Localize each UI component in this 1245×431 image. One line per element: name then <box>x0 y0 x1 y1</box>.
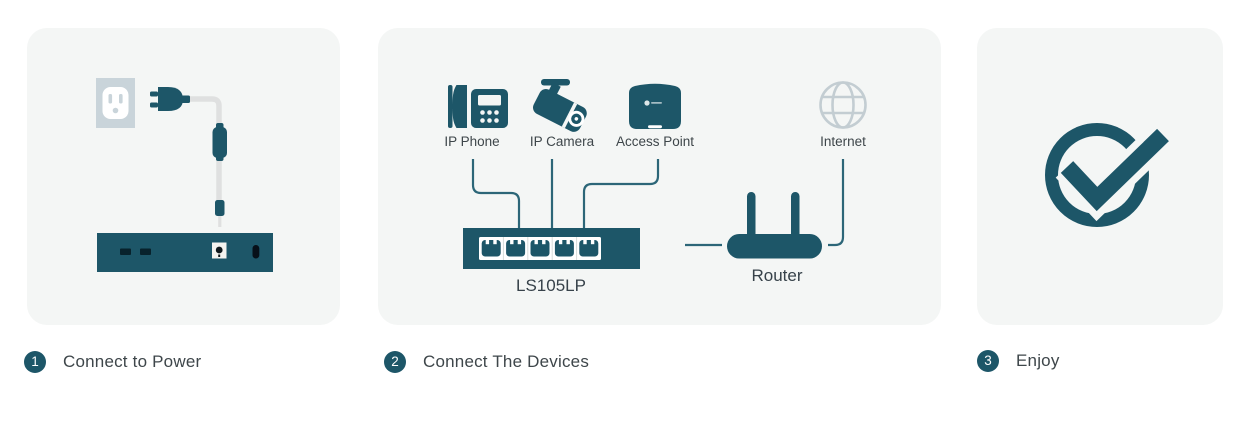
access-point-label: Access Point <box>616 134 694 149</box>
step-2-row: 2 Connect The Devices <box>384 351 589 373</box>
access-point-icon <box>629 83 681 129</box>
success-illustration <box>1045 123 1174 227</box>
cable-access-point <box>582 159 660 228</box>
step-1-card <box>27 28 340 325</box>
step-2-badge: 2 <box>384 351 406 373</box>
step-3-card <box>977 28 1223 325</box>
power-connection-illustration <box>96 78 273 272</box>
power-outlet-icon <box>96 78 135 128</box>
step-3-label: Enjoy <box>1016 351 1060 370</box>
ip-camera-icon <box>533 79 587 132</box>
switch-model-label: LS105LP <box>516 276 586 295</box>
switch-icon <box>463 228 640 269</box>
power-adapter-icon <box>212 123 227 161</box>
internet-label: Internet <box>820 134 866 149</box>
ethernet-cables <box>471 159 845 247</box>
cable-ip-phone <box>471 159 521 228</box>
checkmark-icon <box>1045 123 1174 227</box>
ip-phone-icon <box>448 85 508 128</box>
step-2-card: IP Phone IP Camera <box>378 28 941 325</box>
dc-jack-icon <box>215 200 225 227</box>
step-1-row: 1 Connect to Power <box>24 351 201 373</box>
ip-camera-label: IP Camera <box>530 134 595 149</box>
step-1-label: Connect to Power <box>63 352 202 371</box>
cable-router-internet <box>828 159 845 247</box>
step-1-badge: 1 <box>24 351 46 373</box>
device-connection-illustration: IP Phone IP Camera <box>444 79 867 295</box>
step-3-row: 3 Enjoy <box>977 350 1060 372</box>
power-plug-icon <box>150 87 190 111</box>
step-3-badge: 3 <box>977 350 999 372</box>
switch-rear-icon <box>97 233 273 272</box>
internet-globe-icon <box>819 81 867 129</box>
step-2-label: Connect The Devices <box>423 352 590 371</box>
router-icon <box>727 192 822 259</box>
router-label: Router <box>751 266 802 285</box>
power-cable <box>182 96 222 209</box>
ip-phone-label: IP Phone <box>444 134 499 149</box>
